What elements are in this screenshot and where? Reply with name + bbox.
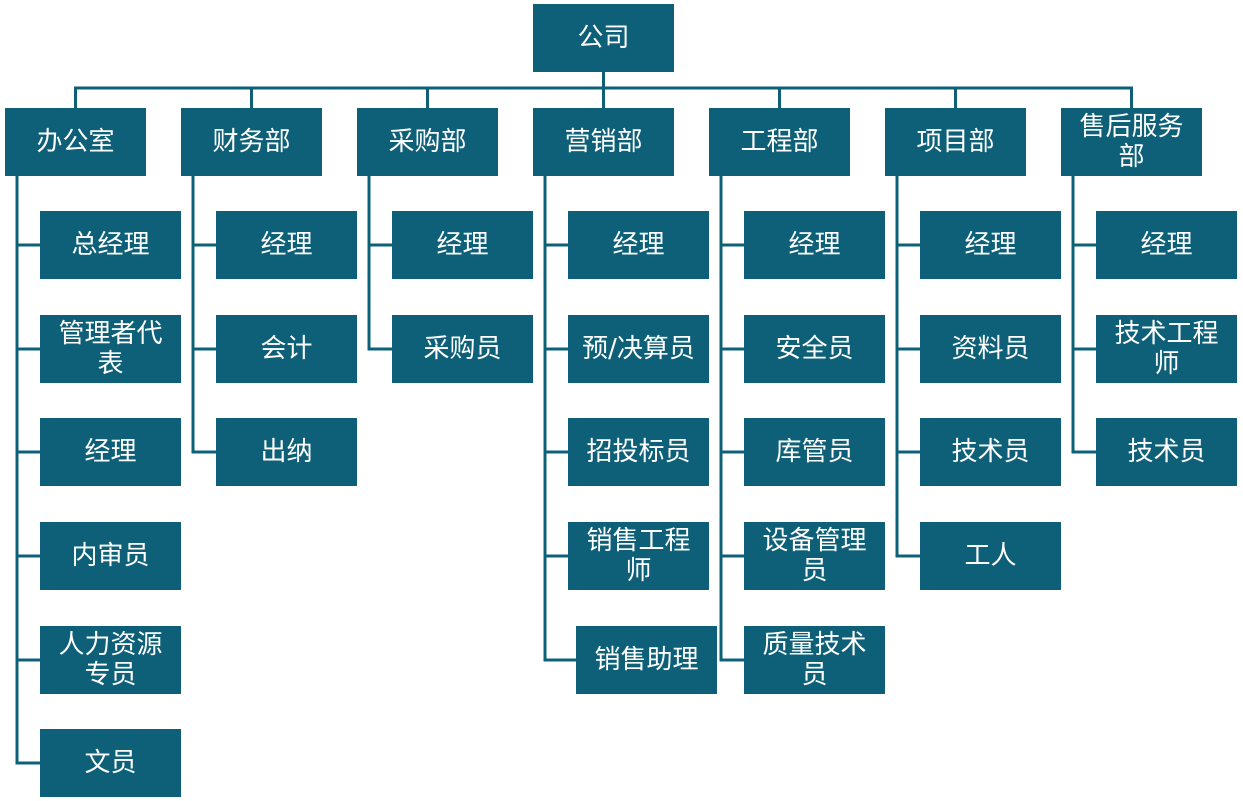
- member-label: 人力资源专员: [58, 630, 163, 690]
- member-label: 设备管理员: [762, 526, 867, 586]
- member-node: 销售工程师: [568, 522, 709, 590]
- root-node: 公司: [533, 4, 674, 72]
- department-node: 财务部: [181, 108, 322, 176]
- member-label: 招投标员: [586, 437, 691, 467]
- department-label: 采购部: [388, 127, 467, 157]
- member-node: 人力资源专员: [40, 626, 181, 694]
- member-node: 经理: [744, 211, 885, 279]
- member-node: 技术工程师: [1096, 315, 1237, 383]
- member-node: 资料员: [920, 315, 1061, 383]
- member-label: 会计: [260, 334, 313, 364]
- member-label: 经理: [612, 230, 665, 260]
- department-node: 办公室: [5, 108, 146, 176]
- member-node: 设备管理员: [744, 522, 885, 590]
- member-node: 经理: [1096, 211, 1237, 279]
- member-node: 管理者代表: [40, 315, 181, 383]
- member-node: 会计: [216, 315, 357, 383]
- department-label: 财务部: [212, 127, 291, 157]
- member-label: 经理: [260, 230, 313, 260]
- root-label: 公司: [577, 23, 630, 53]
- member-label: 技术工程师: [1114, 319, 1219, 379]
- department-label: 工程部: [740, 127, 819, 157]
- member-node: 技术员: [1096, 418, 1237, 486]
- member-label: 经理: [1140, 230, 1193, 260]
- member-label: 库管员: [775, 437, 854, 467]
- member-label: 经理: [436, 230, 489, 260]
- member-label: 资料员: [951, 334, 1030, 364]
- member-label: 销售助理: [594, 645, 699, 675]
- member-label: 预/决算员: [582, 334, 695, 364]
- department-label: 项目部: [916, 127, 995, 157]
- member-node: 预/决算员: [568, 315, 709, 383]
- member-node: 经理: [568, 211, 709, 279]
- member-label: 管理者代表: [58, 319, 163, 379]
- member-node: 经理: [392, 211, 533, 279]
- member-node: 技术员: [920, 418, 1061, 486]
- member-label: 内审员: [71, 541, 150, 571]
- member-node: 经理: [216, 211, 357, 279]
- department-node: 项目部: [885, 108, 1026, 176]
- member-node: 质量技术员: [744, 626, 885, 694]
- member-node: 总经理: [40, 211, 181, 279]
- member-node: 工人: [920, 522, 1061, 590]
- member-label: 技术员: [951, 437, 1030, 467]
- member-label: 工人: [964, 541, 1017, 571]
- member-label: 经理: [964, 230, 1017, 260]
- member-node: 库管员: [744, 418, 885, 486]
- department-label: 售后服务部: [1079, 112, 1184, 172]
- member-node: 销售助理: [576, 626, 717, 694]
- member-label: 安全员: [775, 334, 854, 364]
- department-label: 营销部: [564, 127, 643, 157]
- member-label: 出纳: [260, 437, 313, 467]
- department-node: 工程部: [709, 108, 850, 176]
- department-node: 售后服务部: [1061, 108, 1202, 176]
- member-node: 出纳: [216, 418, 357, 486]
- member-label: 销售工程师: [586, 526, 691, 586]
- department-node: 采购部: [357, 108, 498, 176]
- member-node: 经理: [920, 211, 1061, 279]
- member-node: 内审员: [40, 522, 181, 590]
- member-label: 经理: [788, 230, 841, 260]
- member-label: 文员: [84, 748, 137, 778]
- member-label: 经理: [84, 437, 137, 467]
- member-node: 安全员: [744, 315, 885, 383]
- member-label: 采购员: [423, 334, 502, 364]
- member-node: 招投标员: [568, 418, 709, 486]
- member-node: 采购员: [392, 315, 533, 383]
- member-label: 质量技术员: [762, 630, 867, 690]
- member-node: 文员: [40, 729, 181, 797]
- member-label: 技术员: [1127, 437, 1206, 467]
- member-node: 经理: [40, 418, 181, 486]
- member-label: 总经理: [71, 230, 150, 260]
- department-node: 营销部: [533, 108, 674, 176]
- department-label: 办公室: [36, 127, 115, 157]
